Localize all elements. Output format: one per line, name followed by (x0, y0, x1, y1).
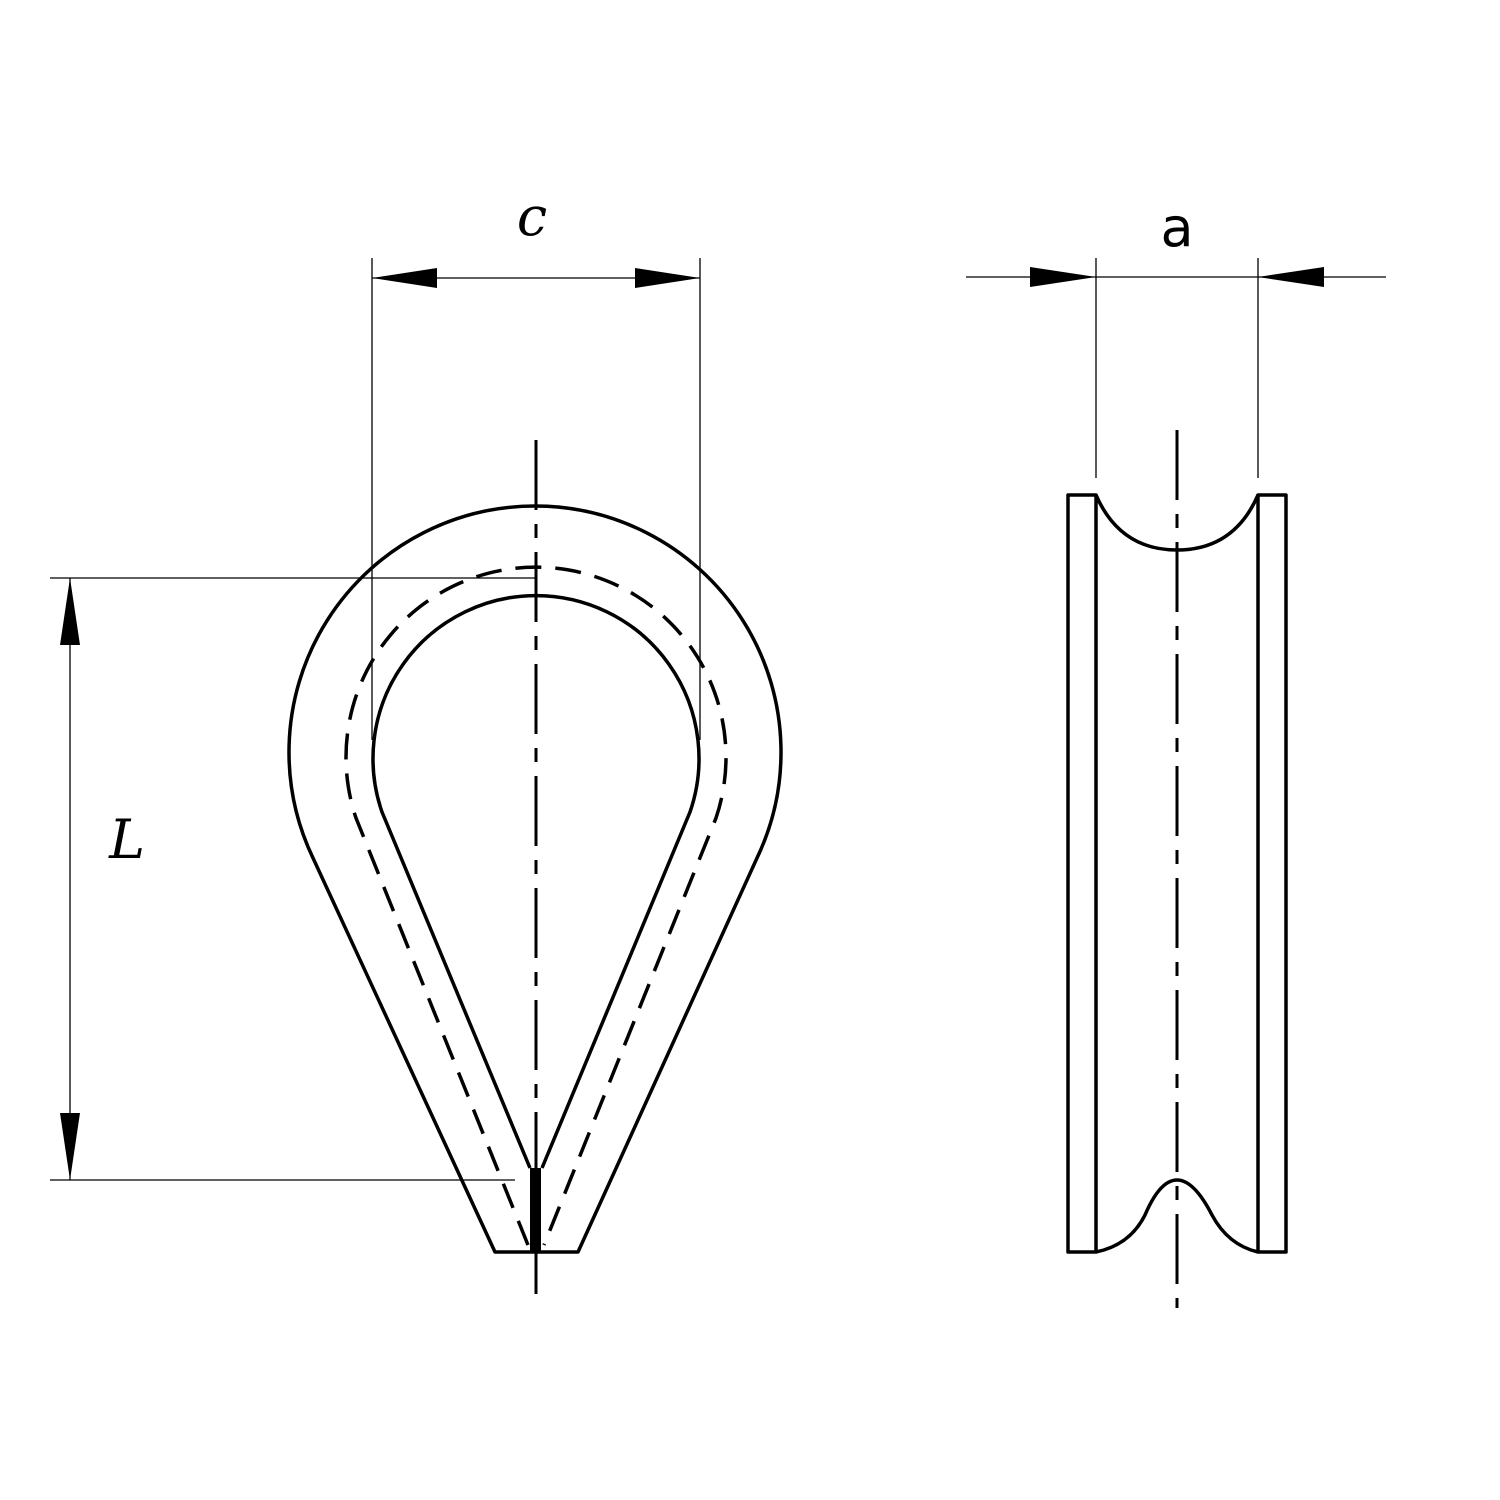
arrow-right-icon (1030, 267, 1096, 287)
side-view (1066, 430, 1288, 1308)
arrow-right-icon (635, 268, 700, 288)
left-flange (1066, 493, 1098, 1254)
dimension-l-label: L (108, 808, 145, 871)
outer-contour (287, 504, 783, 1254)
arrow-down-icon (60, 1113, 80, 1180)
arrow-up-icon (60, 578, 80, 645)
right-flange (1256, 493, 1288, 1254)
arrow-left-icon (1258, 267, 1324, 287)
dimension-a-label: a (1160, 196, 1193, 259)
dimension-c: c (371, 185, 701, 740)
groove-bottom-curve (1095, 1178, 1259, 1254)
front-view (287, 440, 783, 1308)
dimension-c-label: c (517, 185, 547, 248)
dimension-a: a (966, 196, 1386, 478)
arrow-left-icon (372, 268, 437, 288)
dimension-l: L (50, 577, 536, 1181)
